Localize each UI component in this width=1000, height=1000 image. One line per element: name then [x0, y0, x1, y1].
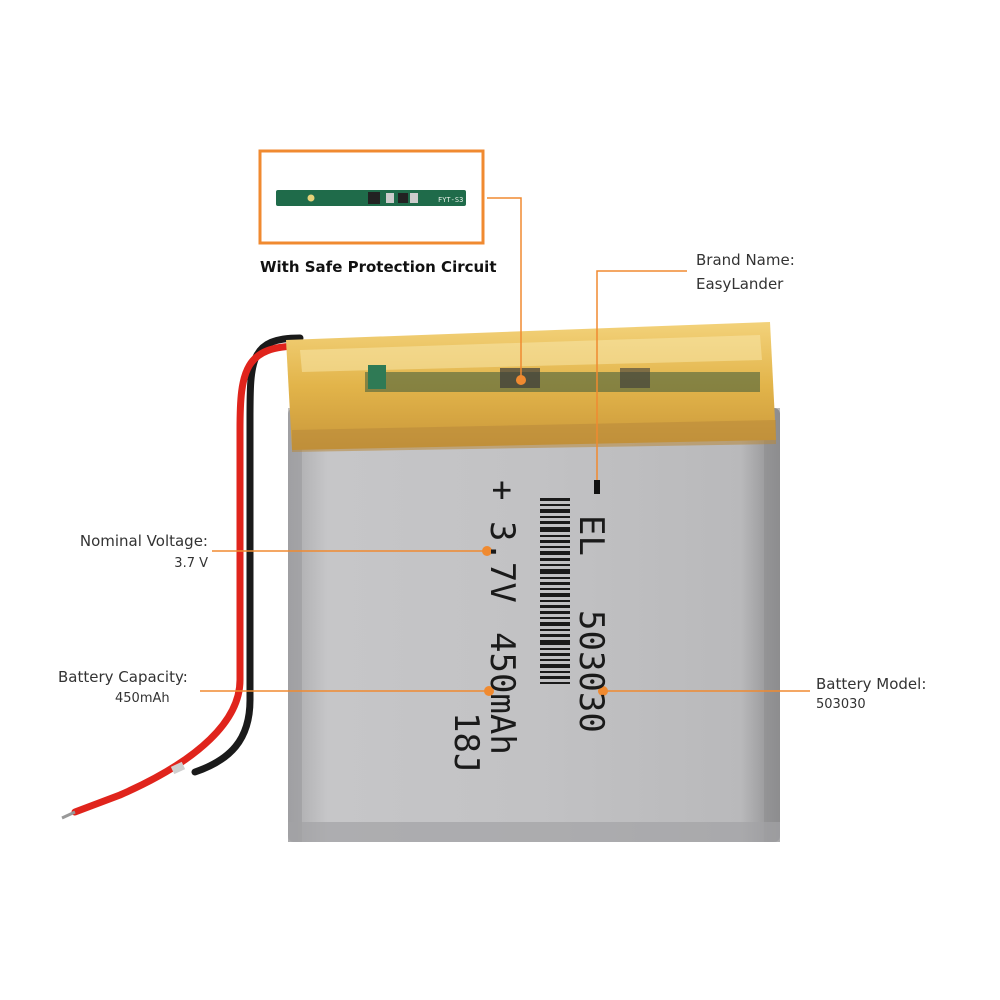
voltage-title: Nominal Voltage:	[79, 532, 208, 550]
barcode-bar	[540, 671, 570, 673]
battery-printing: EL 503030 + 3.7V 450mAh 18J	[446, 480, 611, 773]
callout-capacity: Battery Capacity: 450mAh	[58, 667, 188, 708]
barcode-bar	[540, 676, 570, 679]
model-value: 503030	[816, 697, 866, 712]
barcode	[540, 498, 570, 684]
barcode-bar	[540, 629, 570, 631]
inset-pcb-chip-2	[386, 193, 394, 203]
barcode-bar	[540, 504, 570, 506]
battery-body-edge	[288, 408, 302, 842]
brand-title: Brand Name:	[696, 251, 795, 269]
barcode-bar	[540, 634, 570, 637]
barcode-bar	[540, 527, 570, 532]
pcb-chip-1	[368, 365, 386, 389]
callout-dots	[482, 375, 608, 696]
callout-dot-capacity	[484, 686, 494, 696]
barcode-bar	[540, 558, 570, 561]
pcb-chip-3	[620, 368, 650, 388]
barcode-bar	[540, 516, 570, 518]
print-voltage: + 3.7V	[482, 480, 522, 603]
red-wire	[71, 342, 304, 816]
inset-pcb-hole	[307, 194, 315, 202]
brand-value: EasyLander	[696, 275, 784, 293]
callout-lines	[200, 197, 810, 692]
print-model: 503030	[571, 610, 611, 733]
print-brand: EL	[571, 515, 611, 556]
barcode-bar	[540, 521, 570, 524]
wire-tip-black	[170, 761, 186, 775]
barcode-bar	[540, 540, 570, 543]
inset-pcb-chip-1	[368, 192, 380, 204]
callout-line-brand	[596, 270, 687, 492]
barcode-bar	[540, 551, 570, 555]
voltage-value: 3.7 V	[174, 556, 208, 571]
callout-voltage: Nominal Voltage: 3.7 V	[78, 531, 208, 573]
inset-pcb-chip-4	[410, 193, 418, 203]
callout-marker-brand	[594, 480, 600, 494]
callout-dot-model	[598, 686, 608, 696]
inset-pcb-label: FYT-S3	[438, 196, 463, 204]
battery-body-edge-right	[764, 408, 780, 842]
barcode-bar	[540, 509, 570, 513]
barcode-bar	[540, 535, 570, 537]
print-code: 18J	[446, 712, 486, 773]
tape-bottom-edge	[292, 420, 776, 452]
print-capacity: 450mAh	[482, 632, 522, 755]
barcode-bar	[540, 605, 570, 608]
wire-tip	[61, 810, 76, 820]
barcode-bar	[540, 577, 570, 579]
barcode-bar	[540, 600, 570, 602]
inset-caption: With Safe Protection Circuit	[260, 258, 497, 276]
capacity-value: 450mAh	[115, 691, 170, 706]
barcode-bar	[540, 611, 570, 614]
barcode-bar	[540, 617, 570, 619]
battery-body	[288, 408, 780, 842]
barcode-bar	[540, 546, 570, 548]
callout-dot-voltage	[482, 546, 492, 556]
inset-pcb-chip-3	[398, 193, 408, 203]
callout-brand: Brand Name: EasyLander	[696, 250, 795, 294]
callout-line-inset	[487, 197, 522, 380]
capacity-title: Battery Capacity:	[58, 668, 188, 686]
barcode-bar	[540, 569, 570, 574]
barcode-bar	[540, 653, 570, 656]
barcode-bar	[540, 622, 570, 626]
barcode-bar	[540, 582, 570, 585]
protection-pcb	[365, 372, 760, 392]
model-title: Battery Model:	[816, 675, 927, 693]
barcode-bar	[540, 648, 570, 650]
black-wire	[191, 334, 304, 776]
barcode-bar	[540, 593, 570, 597]
barcode-bar	[540, 640, 570, 645]
barcode-bar	[540, 564, 570, 566]
battery-body-bottom	[288, 822, 780, 842]
callout-model: Battery Model: 503030	[816, 674, 926, 714]
barcode-bar	[540, 588, 570, 590]
barcode-bar	[540, 682, 570, 684]
tape-shine	[300, 335, 762, 372]
callout-dot-inset	[516, 375, 526, 385]
barcode-bar	[540, 664, 570, 668]
barcode-bar	[540, 659, 570, 661]
barcode-bar	[540, 498, 570, 501]
